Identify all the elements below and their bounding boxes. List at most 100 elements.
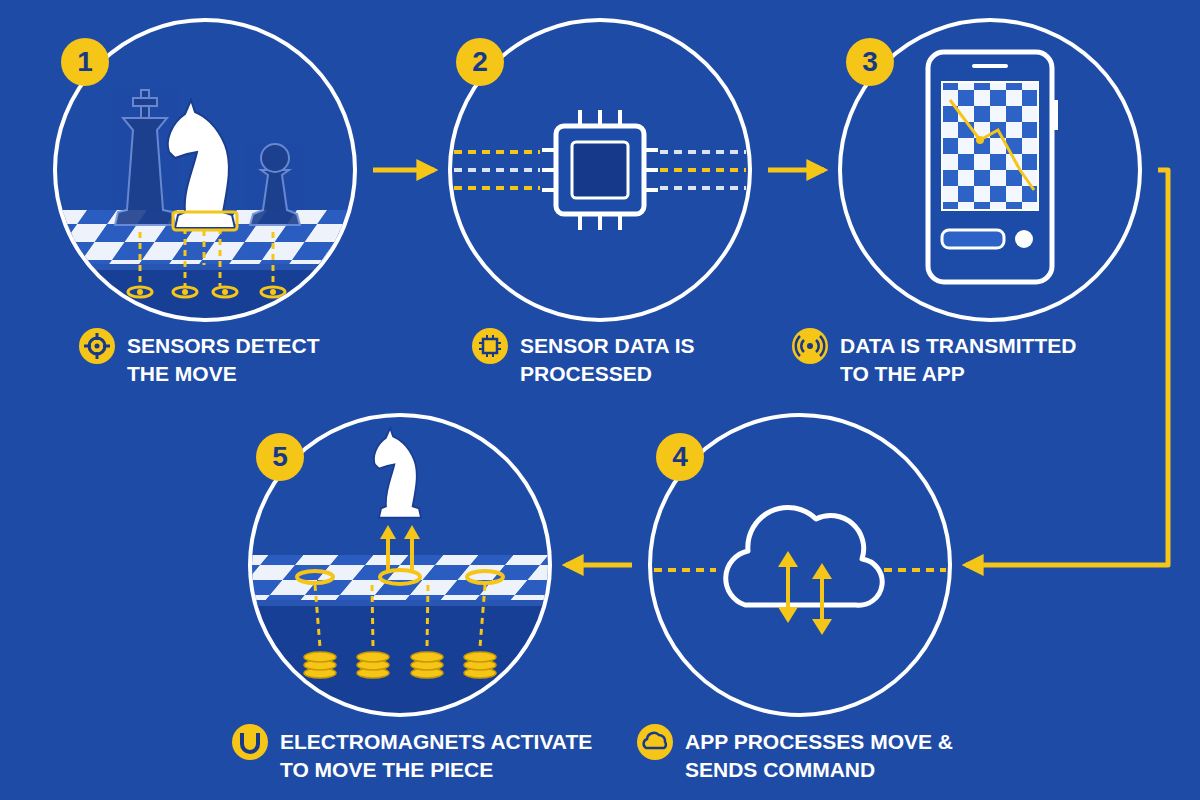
target-icon-part (84, 333, 110, 359)
board-sensing-illustration-part (5, 264, 405, 334)
target-icon-part-part (84, 345, 91, 348)
electromagnet-board-illustration-part-part (297, 571, 333, 583)
chip-icon-part-part (479, 342, 483, 344)
cloud-icon-part (637, 724, 673, 760)
board-sensing-illustration-part-part (133, 98, 157, 106)
step-number: 3 (862, 46, 878, 78)
board-sensing-illustration-part-part (115, 118, 175, 225)
electromagnet-board-illustration-part (304, 652, 496, 678)
electromagnet-board-illustration-part-part (404, 525, 420, 539)
smartphone-app-illustration-part (974, 64, 1006, 68)
board-sensing-illustration-part-part (137, 289, 143, 295)
processor-chip-illustration-part (542, 110, 658, 230)
target-icon (79, 328, 115, 364)
board-sensing-illustration-part (168, 100, 235, 228)
electromagnet-board-illustration-part (380, 525, 420, 573)
broadcast-icon-part-part (801, 340, 804, 352)
cloud-processing-illustration-part (654, 568, 946, 572)
broadcast-icon-part-part (820, 336, 824, 356)
cloud-processing-illustration-part-part (812, 563, 832, 579)
cloud-processing-illustration-part-part (884, 568, 946, 572)
board-sensing-illustration-part-part (261, 144, 289, 172)
board-sensing-illustration-part-part (213, 287, 237, 297)
step-caption-box: DATA IS TRANSMITTED TO THE APP (840, 332, 1100, 388)
board-sensing-illustration-part (128, 287, 285, 297)
step-caption: SENSOR DATA IS PROCESSED (520, 332, 740, 388)
electromagnet-board-illustration-part-part (464, 652, 496, 662)
flow-arrow (566, 563, 632, 568)
board-sensing-illustration-part-part (139, 232, 142, 286)
smartphone-app-illustration-part (1015, 230, 1033, 248)
electromagnet-board-illustration-part-part (480, 585, 485, 647)
cloud-processing-illustration-part-part (812, 619, 832, 635)
smartphone-app-illustration-part (942, 230, 1004, 248)
target-icon-part-part (103, 345, 110, 348)
processor-chip-illustration-part-part (660, 168, 746, 172)
target-icon-part (79, 328, 115, 364)
broadcast-icon-part (807, 343, 813, 349)
board-sensing-illustration-part (203, 230, 206, 265)
chip-icon-part-part (492, 335, 494, 339)
broadcast-icon-part-part (816, 340, 819, 352)
step-badge: 5 (256, 433, 304, 481)
step-badge: 1 (61, 38, 109, 86)
smartphone-app-illustration-part (942, 82, 1038, 210)
electromagnet-board-illustration-part-part (380, 525, 396, 539)
magnet-icon-part (242, 733, 258, 752)
processor-chip-illustration-part-part (454, 168, 540, 172)
step-circle: 2SENSOR DATA IS PROCESSED (448, 18, 752, 322)
broadcast-icon-part-part (796, 336, 800, 356)
electromagnet-board-illustration-part-part (374, 428, 421, 518)
board-sensing-illustration-part (115, 90, 175, 225)
chip-icon-part-part (492, 353, 494, 357)
smartphone-app-illustration-part-part (950, 100, 1034, 190)
step-caption: ELECTROMAGNETS ACTIVATE TO MOVE THE PIEC… (280, 728, 610, 784)
broadcast-icon-part (796, 336, 824, 356)
electromagnet-board-illustration (200, 428, 600, 720)
smartphone-app-illustration-part-part (976, 136, 984, 144)
cloud-icon-part (644, 733, 666, 748)
electromagnet-board-illustration-part-part (304, 652, 336, 662)
electromagnet-board-illustration-part (374, 428, 421, 518)
cloud-processing-illustration-part (726, 507, 882, 605)
chip-icon-part (483, 339, 497, 353)
broadcast-icon-part (792, 328, 828, 364)
processor-chip-illustration-part-part (660, 150, 746, 154)
board-sensing-illustration-part-part (219, 228, 222, 286)
step-badge: 4 (656, 433, 704, 481)
smartphone-app-illustration-part-part (942, 82, 1038, 210)
electromagnet-board-illustration-part-part (427, 585, 428, 647)
smartphone-app-illustration-part (1054, 100, 1058, 130)
magnet-icon-part (232, 724, 268, 760)
board-sensing-illustration-part (137, 289, 276, 295)
step-caption-box: APP PROCESSES MOVE & SENDS COMMAND (685, 728, 955, 784)
board-sensing-illustration-part-part (128, 287, 152, 297)
board-sensing-illustration-part-part (272, 232, 275, 286)
step-caption-box: SENSORS DETECT THE MOVE (127, 332, 347, 388)
electromagnet-board-illustration-part-part (467, 571, 503, 583)
broadcast-icon (792, 328, 828, 364)
processor-chip-illustration-part (556, 126, 644, 214)
electromagnet-board-illustration-part (315, 585, 485, 647)
cloud-processing-illustration-part-part (778, 551, 798, 567)
board-sensing-illustration-part-part (173, 287, 197, 297)
board-sensing-illustration-part-part (270, 289, 276, 295)
board-sensing-illustration-part-part (250, 170, 300, 225)
step-caption: SENSORS DETECT THE MOVE (127, 332, 347, 388)
processor-chip-illustration-part-part (660, 186, 746, 190)
electromagnet-board-illustration-part-part (315, 585, 320, 647)
chip-icon-part-part (497, 342, 501, 344)
electromagnet-board-illustration-part-part (357, 652, 389, 662)
smartphone-app-illustration (928, 52, 1056, 282)
target-icon-part (89, 338, 105, 354)
step-caption-box: SENSOR DATA IS PROCESSED (520, 332, 740, 388)
chip-icon-part-part (486, 335, 488, 339)
board-sensing-illustration-part-part (184, 228, 187, 286)
step-circle: 1SENSORS DETECT THE MOVE (53, 18, 357, 322)
electromagnet-board-illustration-part (200, 600, 600, 606)
electromagnet-board-illustration-part (200, 600, 600, 720)
chip-icon-part-part (486, 353, 488, 357)
magnet-icon (232, 724, 268, 760)
